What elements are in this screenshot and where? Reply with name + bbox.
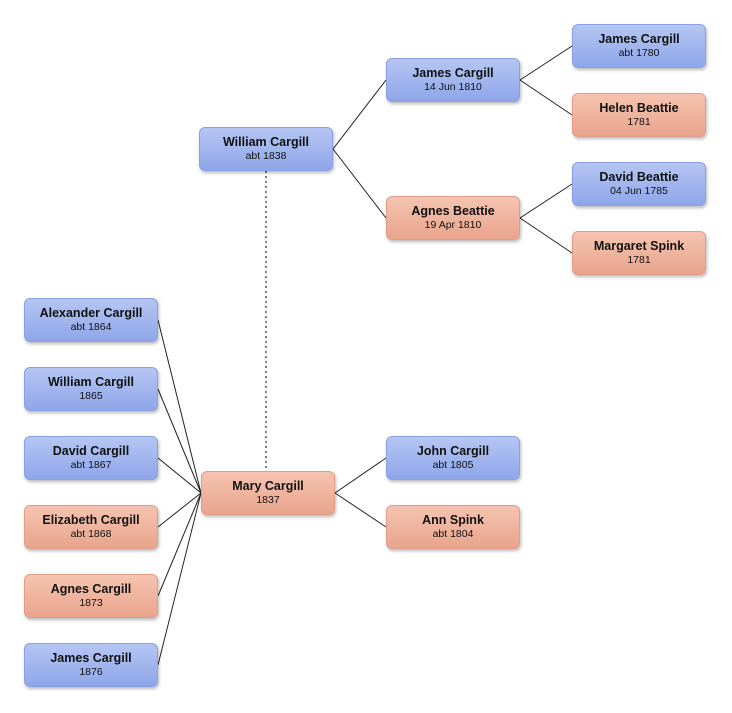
person-date: 1865 [79,390,103,402]
person-card-agnes-cargill[interactable]: Agnes Cargill 1873 [24,574,158,618]
person-date: abt 1804 [432,528,474,540]
link-william_cargill_parent-james_cargill_1810 [332,79,387,150]
person-name: David Beattie [599,170,679,184]
person-card-william-cargill-1865[interactable]: William Cargill 1865 [24,367,158,411]
person-date: 14 Jun 1810 [424,81,482,93]
person-name: James Cargill [412,66,494,80]
person-card-alexander-cargill[interactable]: Alexander Cargill abt 1864 [24,298,158,342]
person-date: 1781 [627,254,651,266]
person-name: David Cargill [52,444,130,458]
person-card-agnes-beattie[interactable]: Agnes Beattie 19 Apr 1810 [386,196,520,240]
person-name: Margaret Spink [593,239,685,253]
person-date: 1876 [79,666,103,678]
link-mary_cargill-ann_spink [334,492,387,528]
person-date: 1837 [256,494,280,506]
person-date: 1873 [79,597,103,609]
person-card-mary-cargill[interactable]: Mary Cargill 1837 [201,471,335,515]
link-william_cargill_parent-agnes_beattie [332,148,387,219]
person-card-ann-spink[interactable]: Ann Spink abt 1804 [386,505,520,549]
link-mary_cargill-john_cargill [334,457,387,494]
person-name: James Cargill [50,651,132,665]
person-card-david-cargill[interactable]: David Cargill abt 1867 [24,436,158,480]
person-name: Agnes Beattie [411,204,495,218]
person-name: John Cargill [416,444,490,458]
link-mary_cargill-william_cargill_child [157,388,202,494]
person-date: abt 1838 [245,150,287,162]
link-mary_cargill-agnes_cargill [157,492,202,597]
person-date: 1781 [627,116,651,128]
person-name: Elizabeth Cargill [42,513,140,527]
person-name: Alexander Cargill [39,306,143,320]
person-name: Mary Cargill [232,479,304,493]
person-date: abt 1780 [618,47,660,59]
link-james_cargill_1810-james_cargill_1780 [519,45,573,81]
link-mary_cargill-alexander_cargill [157,319,202,494]
person-card-john-cargill[interactable]: John Cargill abt 1805 [386,436,520,480]
person-date: abt 1805 [432,459,474,471]
link-mary_cargill-david_cargill [157,457,202,494]
link-agnes_beattie-margaret_spink [519,217,573,254]
link-james_cargill_1810-helen_beattie [519,79,573,116]
person-date: abt 1867 [70,459,112,471]
person-name: Helen Beattie [599,101,679,115]
person-card-james-cargill-1780[interactable]: James Cargill abt 1780 [572,24,706,68]
person-card-david-beattie[interactable]: David Beattie 04 Jun 1785 [572,162,706,206]
person-card-james-cargill-1810[interactable]: James Cargill 14 Jun 1810 [386,58,520,102]
person-card-margaret-spink[interactable]: Margaret Spink 1781 [572,231,706,275]
person-date: 19 Apr 1810 [424,219,482,231]
person-name: William Cargill [47,375,135,389]
link-mary_cargill-elizabeth_cargill [157,492,202,528]
person-name: Ann Spink [422,513,484,527]
person-name: Agnes Cargill [50,582,132,596]
person-name: William Cargill [222,135,310,149]
person-date: 04 Jun 1785 [610,185,668,197]
person-name: James Cargill [598,32,680,46]
person-card-helen-beattie[interactable]: Helen Beattie 1781 [572,93,706,137]
link-agnes_beattie-david_beattie [519,183,573,219]
person-card-james-cargill-1876[interactable]: James Cargill 1876 [24,643,158,687]
person-date: abt 1868 [70,528,112,540]
person-card-elizabeth-cargill[interactable]: Elizabeth Cargill abt 1868 [24,505,158,549]
person-card-william-cargill-abt-1838[interactable]: William Cargill abt 1838 [199,127,333,171]
person-date: abt 1864 [70,321,112,333]
link-mary_cargill-james_cargill_1876 [157,492,202,666]
